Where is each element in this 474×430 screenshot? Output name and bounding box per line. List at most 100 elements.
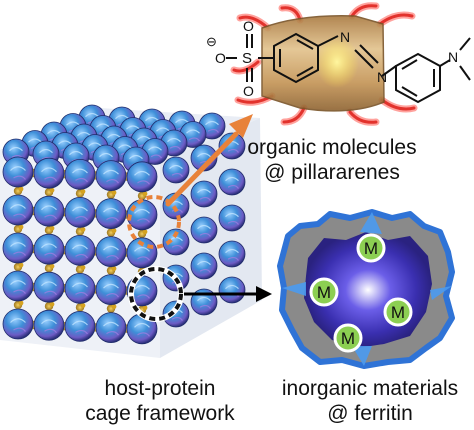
pillararene-host <box>230 2 418 126</box>
front-face-sphere <box>64 158 96 190</box>
atom-nitrogen-azo-1: N <box>340 29 350 45</box>
side-face-sphere <box>218 240 246 268</box>
atom-oxygen-bottom: O <box>243 83 254 99</box>
azo-bond-right <box>381 65 397 77</box>
front-face-sphere <box>126 161 158 193</box>
front-face-sphere <box>33 271 65 303</box>
metal-ion: M <box>356 233 386 263</box>
front-face-sphere <box>95 198 127 230</box>
front-face-sphere <box>2 308 34 340</box>
side-face-sphere <box>162 156 190 184</box>
atom-nitrogen-azo-2: N <box>377 69 387 85</box>
black-arrow <box>184 286 272 302</box>
cage-framework-cube <box>0 104 262 358</box>
atom-oxygen-left: O <box>215 50 226 66</box>
metal-ion: M <box>309 277 339 307</box>
gold-linker <box>44 225 55 235</box>
label-host-line1: host-protein <box>104 377 216 400</box>
front-face-sphere <box>64 310 96 342</box>
front-face-sphere <box>33 233 65 265</box>
front-face-sphere <box>126 313 158 345</box>
atom-oxygen-top: O <box>243 18 254 34</box>
side-face-sphere <box>190 180 218 208</box>
alkyl-side-chain-core <box>282 106 306 124</box>
gold-linker <box>13 186 24 196</box>
metal-ion-label: M <box>391 303 405 322</box>
gold-linker <box>75 227 86 236</box>
ferritin-channel-bottom <box>352 346 372 366</box>
metal-ion: M <box>383 297 413 327</box>
methyl-bond-top <box>459 37 471 51</box>
front-face-sphere <box>64 196 96 228</box>
gold-linker <box>106 190 117 199</box>
gold-linker <box>75 303 86 312</box>
front-face-sphere <box>64 234 96 266</box>
label-organic-line1: organic molecules <box>247 136 417 159</box>
methyl-bond-bottom <box>459 65 471 81</box>
molecule-atoms: S O O O ⊖ N N N <box>206 18 458 99</box>
front-face-sphere <box>33 195 65 227</box>
atom-nitrogen-amine: N <box>448 49 458 65</box>
front-face-sphere <box>2 270 34 302</box>
label-organic-line2: @ pillararenes <box>264 161 400 184</box>
azo-double-bond-a <box>354 49 374 69</box>
alkyl-side-chain-core <box>280 6 302 22</box>
front-face-sphere <box>2 194 34 226</box>
azo-bond-left <box>317 35 339 47</box>
label-inorganic-materials: inorganic materials @ ferritin <box>270 376 470 426</box>
side-face-sphere <box>190 252 218 280</box>
front-face-sphere <box>95 160 127 192</box>
ferritin-channel-top <box>360 212 382 234</box>
label-inorganic-line2: @ ferritin <box>327 402 413 425</box>
metal-ion-label: M <box>341 329 355 348</box>
side-face-sphere <box>218 168 246 196</box>
label-host-line2: cage framework <box>85 402 235 425</box>
alkyl-side-chain-core <box>378 13 414 26</box>
gold-linker <box>13 300 24 310</box>
front-face-sphere <box>95 236 127 268</box>
atom-sulfur: S <box>242 50 252 67</box>
gold-linker <box>137 229 148 238</box>
metal-ion-label: M <box>317 283 331 302</box>
guest-molecule <box>226 32 471 104</box>
metal-ions: M M M M <box>309 233 413 353</box>
front-face-sphere <box>33 309 65 341</box>
alkyl-side-chain-core <box>348 110 378 124</box>
front-face-sphere <box>95 274 127 306</box>
gold-linker <box>75 189 86 198</box>
ferritin-channel-right <box>430 286 452 300</box>
side-face-sphere <box>190 144 218 172</box>
ferritin-cage: M M M M <box>277 209 455 369</box>
gold-linker <box>106 228 117 237</box>
gold-linker <box>75 265 86 274</box>
front-face-sphere <box>2 232 34 264</box>
gold-linker <box>106 304 117 313</box>
negative-charge: ⊖ <box>206 34 217 49</box>
protein-cage-spheres <box>2 104 246 345</box>
front-face-sphere <box>64 272 96 304</box>
gold-linker <box>44 263 55 273</box>
gold-linker <box>137 191 148 200</box>
azo-double-bond-b <box>359 44 379 64</box>
gold-linker <box>44 187 55 197</box>
amine-bond <box>439 59 451 67</box>
metal-ion-label: M <box>364 239 378 258</box>
metal-ion: M <box>333 323 363 353</box>
gold-linker <box>106 266 117 275</box>
front-face-sphere <box>33 157 65 189</box>
guest-glow <box>315 36 359 88</box>
orange-arrow <box>165 114 253 207</box>
label-inorganic-line1: inorganic materials <box>281 377 459 400</box>
gold-linker <box>44 301 55 311</box>
front-face-sphere <box>95 312 127 344</box>
pillararene-site-highlight <box>127 195 181 249</box>
ferritin-channel-left <box>282 282 306 296</box>
side-face-sphere <box>218 204 246 232</box>
label-host-protein: host-protein cage framework <box>60 376 260 426</box>
gold-linker <box>13 224 24 234</box>
label-organic-molecules: organic molecules @ pillararenes <box>232 135 432 185</box>
side-face-sphere <box>162 228 190 256</box>
side-face-sphere <box>218 276 246 304</box>
ferritin-site-highlight-dashes <box>129 267 183 321</box>
